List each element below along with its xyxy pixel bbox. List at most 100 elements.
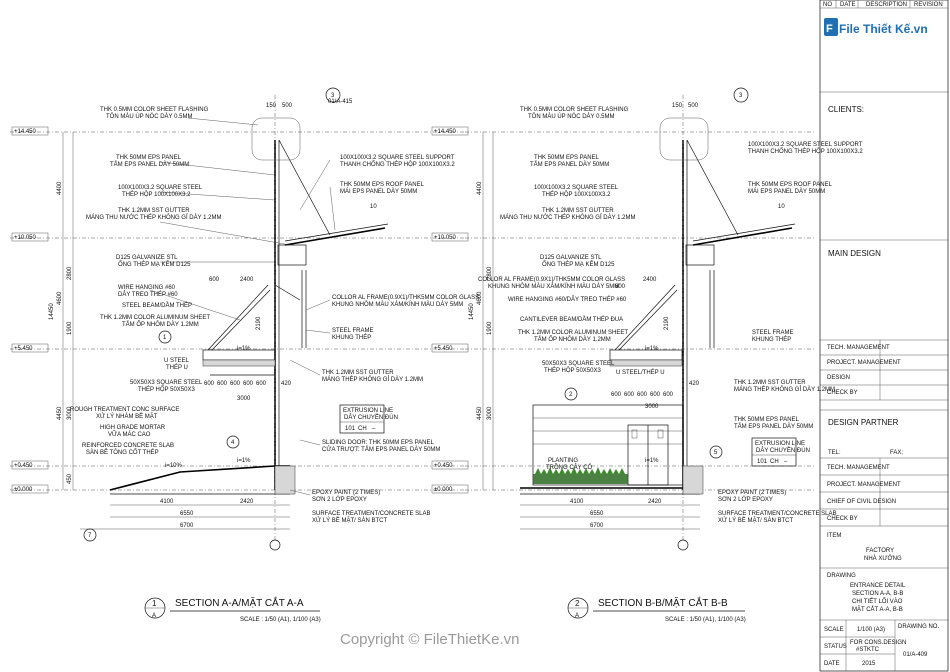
dim-a-3000: 3000: [67, 406, 73, 420]
svg-text:THÉP HỘP 50X50X3: THÉP HỘP 50X50X3: [544, 367, 601, 374]
grid-bubble-a: [269, 539, 281, 551]
planting-strip: [533, 467, 628, 484]
detail-bubble-a4: [226, 435, 240, 449]
dim-a-3000: 3000: [237, 396, 251, 402]
svg-text:2190: 2190: [664, 316, 670, 330]
section-b-title: SECTION B-B/MẶT CẮT B-B: [598, 596, 728, 609]
svg-text:WIRE HANGING #60: WIRE HANGING #60: [118, 285, 176, 291]
level-a-5: ±0.000: [14, 487, 33, 493]
svg-text:TECH. MANAGEMENT: TECH. MANAGEMENT: [827, 465, 890, 471]
svg-text:THK 50MM EPS ROOF PANEL: THK 50MM EPS ROOF PANEL: [748, 182, 833, 188]
svg-text:6700: 6700: [590, 523, 604, 529]
dim-a-2400: 2400: [240, 277, 254, 283]
svg-text:A: A: [152, 613, 156, 619]
svg-text:D125 GALVANIZE STL: D125 GALVANIZE STL: [540, 255, 602, 261]
svg-text:2420: 2420: [648, 499, 662, 505]
svg-text:THK 50MM EPS PANEL: THK 50MM EPS PANEL: [116, 155, 182, 161]
svg-text:i=1%: i=1%: [645, 346, 659, 352]
svg-text:TÔN MÀU ÚP NÓC DÀY 0.5MM: TÔN MÀU ÚP NÓC DÀY 0.5MM: [528, 113, 614, 120]
svg-text:COLLOR AL FRAME(0.9X1)/THK5MM: COLLOR AL FRAME(0.9X1)/THK5MM COLOR GLAS…: [478, 277, 625, 283]
svg-text:DRAWING: DRAWING: [827, 573, 856, 579]
dim-a-450: 450: [67, 473, 73, 484]
svg-text:PLANTING: PLANTING: [548, 458, 578, 464]
svg-text:1: 1: [152, 599, 157, 608]
svg-text:DESIGN: DESIGN: [827, 375, 850, 381]
mod-600-a: 600 600 600 600 600: [204, 381, 267, 387]
svg-text:600: 600: [243, 381, 254, 387]
dim-a-420: 420: [281, 381, 292, 387]
dim-a-2190: 2190: [256, 316, 262, 330]
level-tags-b: +14.450 +10.050 +5.450 +0.450 ±0.000: [431, 126, 469, 494]
svg-text:–: –: [784, 459, 788, 465]
section-b-drawing: +14.450 +10.050 +5.450 +0.450 ±0.000 440…: [431, 87, 815, 551]
svg-text:600: 600: [637, 392, 648, 398]
rev-col-desc: DESCRIPTION: [866, 2, 907, 8]
svg-text:TẤM ỐP NHÔM DÀY 1.2MM: TẤM ỐP NHÔM DÀY 1.2MM: [122, 321, 199, 328]
detail-bubble-b3: [733, 87, 749, 103]
section-a-scale: SCALE : 1/50 (A1), 1/100 (A3): [240, 617, 321, 623]
svg-text:SLIDING DOOR: THK 50MM EPS PAN: SLIDING DOOR: THK 50MM EPS PANEL: [322, 440, 434, 446]
svg-text:MÁNG THU NƯỚC THÉP KHÔNG GỈ DÀ: MÁNG THU NƯỚC THÉP KHÔNG GỈ DÀY 1.2MM: [500, 214, 636, 221]
svg-text:10: 10: [778, 204, 785, 210]
section-a-title-block: 1 A SECTION A-A/MẶT CẮT A-A SCALE : 1/50…: [144, 596, 321, 623]
svg-text:SÀN BÊ TÔNG CỐT THÉP: SÀN BÊ TÔNG CỐT THÉP: [86, 448, 159, 456]
svg-text:3000: 3000: [487, 406, 493, 420]
svg-text:500: 500: [688, 103, 699, 109]
svg-text:–: –: [372, 426, 376, 432]
svg-text:5: 5: [714, 450, 718, 456]
svg-text:D125 GALVANIZE STL: D125 GALVANIZE STL: [116, 255, 178, 261]
rev-col-no: NO: [823, 2, 832, 8]
svg-text:01/A-415: 01/A-415: [328, 99, 353, 105]
svg-text:WIRE HANGING #60/DÂY TREO THÉP: WIRE HANGING #60/DÂY TREO THÉP #60: [508, 296, 627, 303]
svg-text:+14.450: +14.450: [434, 129, 457, 135]
svg-text:DATE: DATE: [824, 661, 840, 667]
svg-text:600: 600: [204, 381, 215, 387]
svg-text:ENTRANCE DETAIL: ENTRANCE DETAIL: [850, 583, 906, 589]
svg-text:1900: 1900: [487, 321, 493, 335]
svg-text:DÂY CHUYỀN ĐÙN: DÂY CHUYỀN ĐÙN: [756, 447, 810, 454]
svg-text:600: 600: [256, 381, 267, 387]
svg-text:SCALE: SCALE: [824, 627, 844, 633]
svg-text:+5.450: +5.450: [434, 346, 453, 352]
date-value: 2015: [862, 661, 876, 667]
svg-text:DRAWING NO.: DRAWING NO.: [898, 624, 939, 630]
svg-text:100X100X3.2 SQUARE STEEL SUPPO: 100X100X3.2 SQUARE STEEL SUPPORT: [748, 142, 863, 148]
slope-a: i=1%: [237, 346, 251, 352]
svg-text:3: 3: [739, 93, 743, 99]
svg-text:KHUNG NHÔM MÀU XÁM/KÍNH MÀU DÀ: KHUNG NHÔM MÀU XÁM/KÍNH MÀU DÀY 5MM: [488, 283, 619, 290]
svg-text:THÉP HỘP 100X100X3.2: THÉP HỘP 100X100X3.2: [542, 191, 611, 198]
watermark: Copyright © FileThietKe.vn: [340, 631, 519, 648]
svg-text:CHECK BY: CHECK BY: [827, 516, 858, 522]
scale-value: 1/100 (A3): [857, 627, 885, 633]
svg-text:THK 0.5MM COLOR SHEET FLASHING: THK 0.5MM COLOR SHEET FLASHING: [520, 107, 629, 113]
svg-text:ROUGH TREATMENT CONC SURFACE: ROUGH TREATMENT CONC SURFACE: [70, 407, 179, 413]
svg-text:PROJECT. MANAGEMENT: PROJECT. MANAGEMENT: [827, 482, 901, 488]
svg-text:EPOXY PAINT (2 TIMES): EPOXY PAINT (2 TIMES): [312, 490, 380, 496]
svg-text:REINFORCED CONCRETE SLAB: REINFORCED CONCRETE SLAB: [82, 443, 174, 449]
svg-text:600: 600: [624, 392, 635, 398]
svg-text:THÉP HỘP 100X100X3.2: THÉP HỘP 100X100X3.2: [122, 191, 191, 198]
svg-text:File Thiết Kế.vn: File Thiết Kế.vn: [839, 22, 928, 36]
svg-text:EXTRUSION LINE: EXTRUSION LINE: [343, 408, 393, 414]
svg-text:101: 101: [345, 426, 356, 432]
detail-bubble-a7: [83, 528, 97, 542]
small-num-a: 10: [370, 204, 377, 210]
svg-text:KHUNG THÉP: KHUNG THÉP: [752, 336, 791, 343]
svg-text:FOR CONS.DESIGN: FOR CONS.DESIGN: [850, 640, 906, 646]
svg-text:TRỒNG CÂY CỎ: TRỒNG CÂY CỎ: [546, 464, 593, 471]
svg-text:4100: 4100: [570, 499, 584, 505]
svg-text:FAX:: FAX:: [890, 450, 903, 456]
dim-a-2800: 2800: [67, 266, 73, 280]
svg-text:TẤM EPS PANEL DÀY 50MM: TẤM EPS PANEL DÀY 50MM: [734, 423, 813, 430]
dim-a-1900: 1900: [67, 321, 73, 335]
svg-text:4450: 4450: [477, 406, 483, 420]
svg-text:CH: CH: [358, 426, 367, 432]
svg-text:THANH CHỐNG THÉP HỘP 100X100X3: THANH CHỐNG THÉP HỘP 100X100X3.2: [748, 148, 863, 155]
svg-text:U STEEL/THÉP U: U STEEL/THÉP U: [616, 369, 665, 376]
svg-text:2800: 2800: [487, 266, 493, 280]
svg-text:4600: 4600: [477, 291, 483, 305]
svg-text:50X50X3 SQUARE STEEL: 50X50X3 SQUARE STEEL: [130, 380, 203, 386]
svg-text:TÔN MÀU ÚP NÓC DÀY 0.5MM: TÔN MÀU ÚP NÓC DÀY 0.5MM: [106, 113, 192, 120]
callouts-b-right: 100X100X3.2 SQUARE STEEL SUPPORT THANH C…: [616, 142, 863, 524]
section-a-drawing: +14.450 +10.050 +5.450 +0.450 ±0.000 440…: [10, 87, 465, 551]
